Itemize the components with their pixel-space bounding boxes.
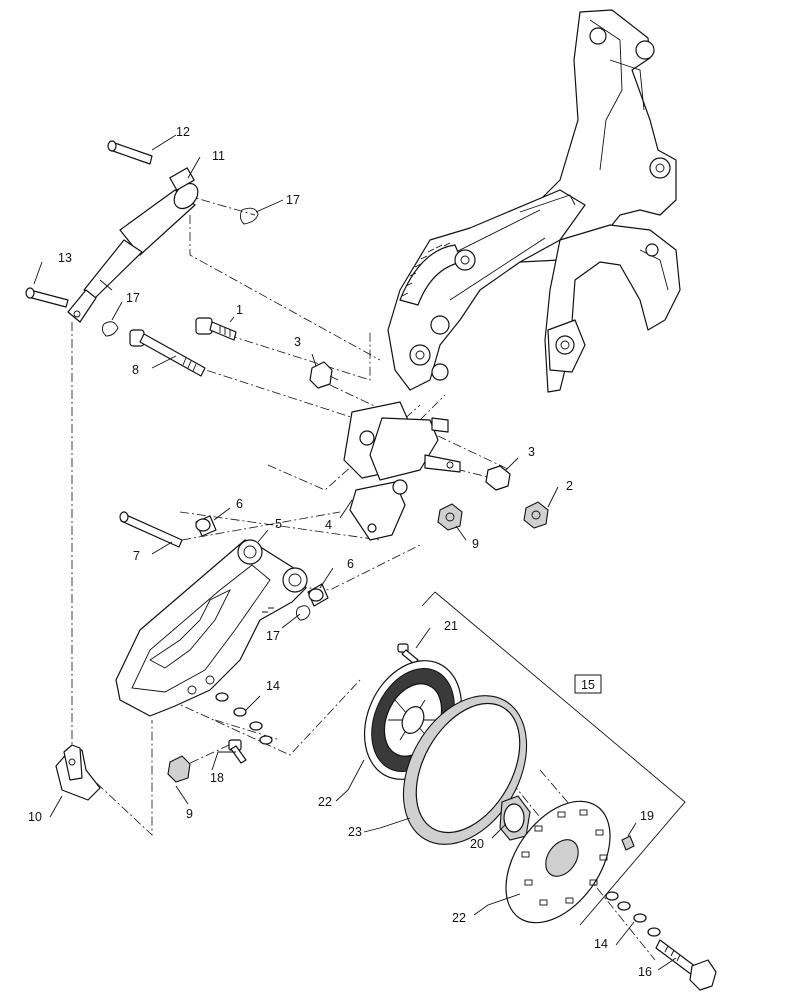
- callout-labels: 1 2 3 3 4 5 6 6 7 8 9 9 10 11 12 13 14 1…: [28, 125, 654, 979]
- nuts: [167, 501, 549, 783]
- callout-16: 16: [638, 965, 652, 979]
- alignment-lines: [71, 194, 656, 961]
- callout-9b: 9: [186, 807, 193, 821]
- pin-and-bushings: [119, 511, 329, 607]
- callout-21: 21: [444, 619, 458, 633]
- mounting-bracket: [343, 401, 461, 541]
- callout-14a: 14: [266, 679, 280, 693]
- row-unit-frame: [387, 9, 681, 393]
- callout-7: 7: [133, 549, 140, 563]
- callout-1: 1: [236, 303, 243, 317]
- hydraulic-cylinder: [25, 140, 259, 337]
- callout-17a: 17: [286, 193, 300, 207]
- callout-18: 18: [210, 771, 224, 785]
- callout-17b: 17: [126, 291, 140, 305]
- callout-10: 10: [28, 810, 42, 824]
- callout-2: 2: [566, 479, 573, 493]
- leader-lines: [33, 134, 677, 971]
- callout-9a: 9: [472, 537, 479, 551]
- callout-17c: 17: [266, 629, 280, 643]
- callout-4: 4: [325, 518, 332, 532]
- callout-15: 15: [581, 678, 595, 692]
- gauge-arm: [115, 539, 311, 717]
- callout-3b: 3: [528, 445, 535, 459]
- gauge-wheel-assembly: [363, 591, 717, 991]
- callout-19: 19: [640, 809, 654, 823]
- callout-6b: 6: [347, 557, 354, 571]
- callout-11: 11: [212, 149, 225, 163]
- bolts-upper: [129, 317, 511, 491]
- callout-6a: 6: [236, 497, 243, 511]
- callout-5: 5: [275, 517, 282, 531]
- callout-8: 8: [132, 363, 139, 377]
- callout-13: 13: [58, 251, 72, 265]
- callout-23: 23: [348, 825, 362, 839]
- callout-22a: 22: [318, 795, 332, 809]
- callout-3a: 3: [294, 335, 301, 349]
- callout-14b: 14: [594, 937, 608, 951]
- washers-and-bolt: [215, 692, 273, 764]
- callout-12: 12: [176, 125, 190, 139]
- callout-22b: 22: [452, 911, 466, 925]
- callout-15-box: [574, 674, 602, 694]
- callout-20: 20: [470, 837, 484, 851]
- mounting-plate: [55, 744, 101, 801]
